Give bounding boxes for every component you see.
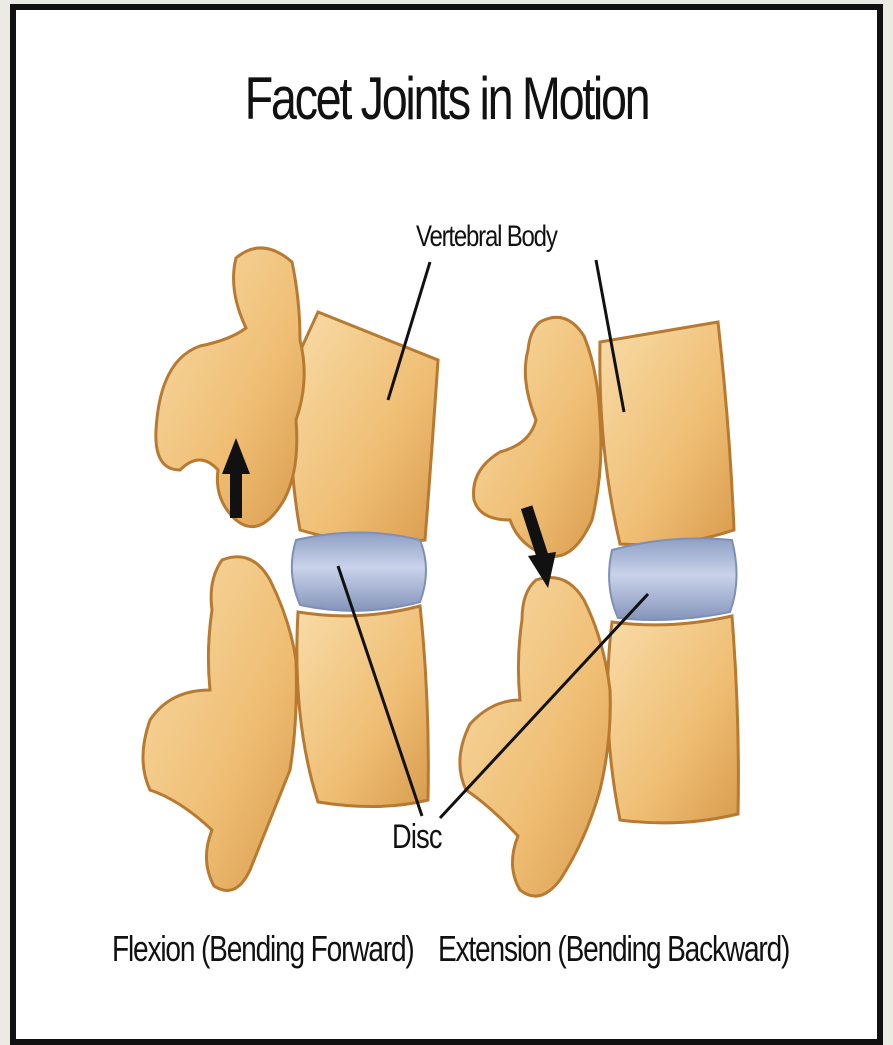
flexion-vertebrae [143, 248, 438, 891]
extension-vertebrae [460, 317, 739, 896]
vertebral-body-label: Vertebral Body [416, 220, 557, 254]
extension-lower-posterior-element [460, 578, 610, 897]
flexion-disc [292, 533, 426, 611]
extension-disc [609, 538, 736, 620]
flexion-lower-posterior-element [143, 557, 296, 891]
extension-lower-vertebral-body [608, 616, 739, 823]
diagram-title: Facet Joints in Motion [98, 64, 795, 133]
flexion-caption: Flexion (Bending Forward) [112, 928, 414, 970]
disc-label: Disc [392, 818, 442, 857]
extension-caption: Extension (Bending Backward) [438, 928, 789, 970]
extension-upper-posterior-element [474, 317, 601, 556]
flexion-upper-vertebral-body [291, 312, 438, 542]
extension-upper-vertebral-body [600, 322, 734, 545]
